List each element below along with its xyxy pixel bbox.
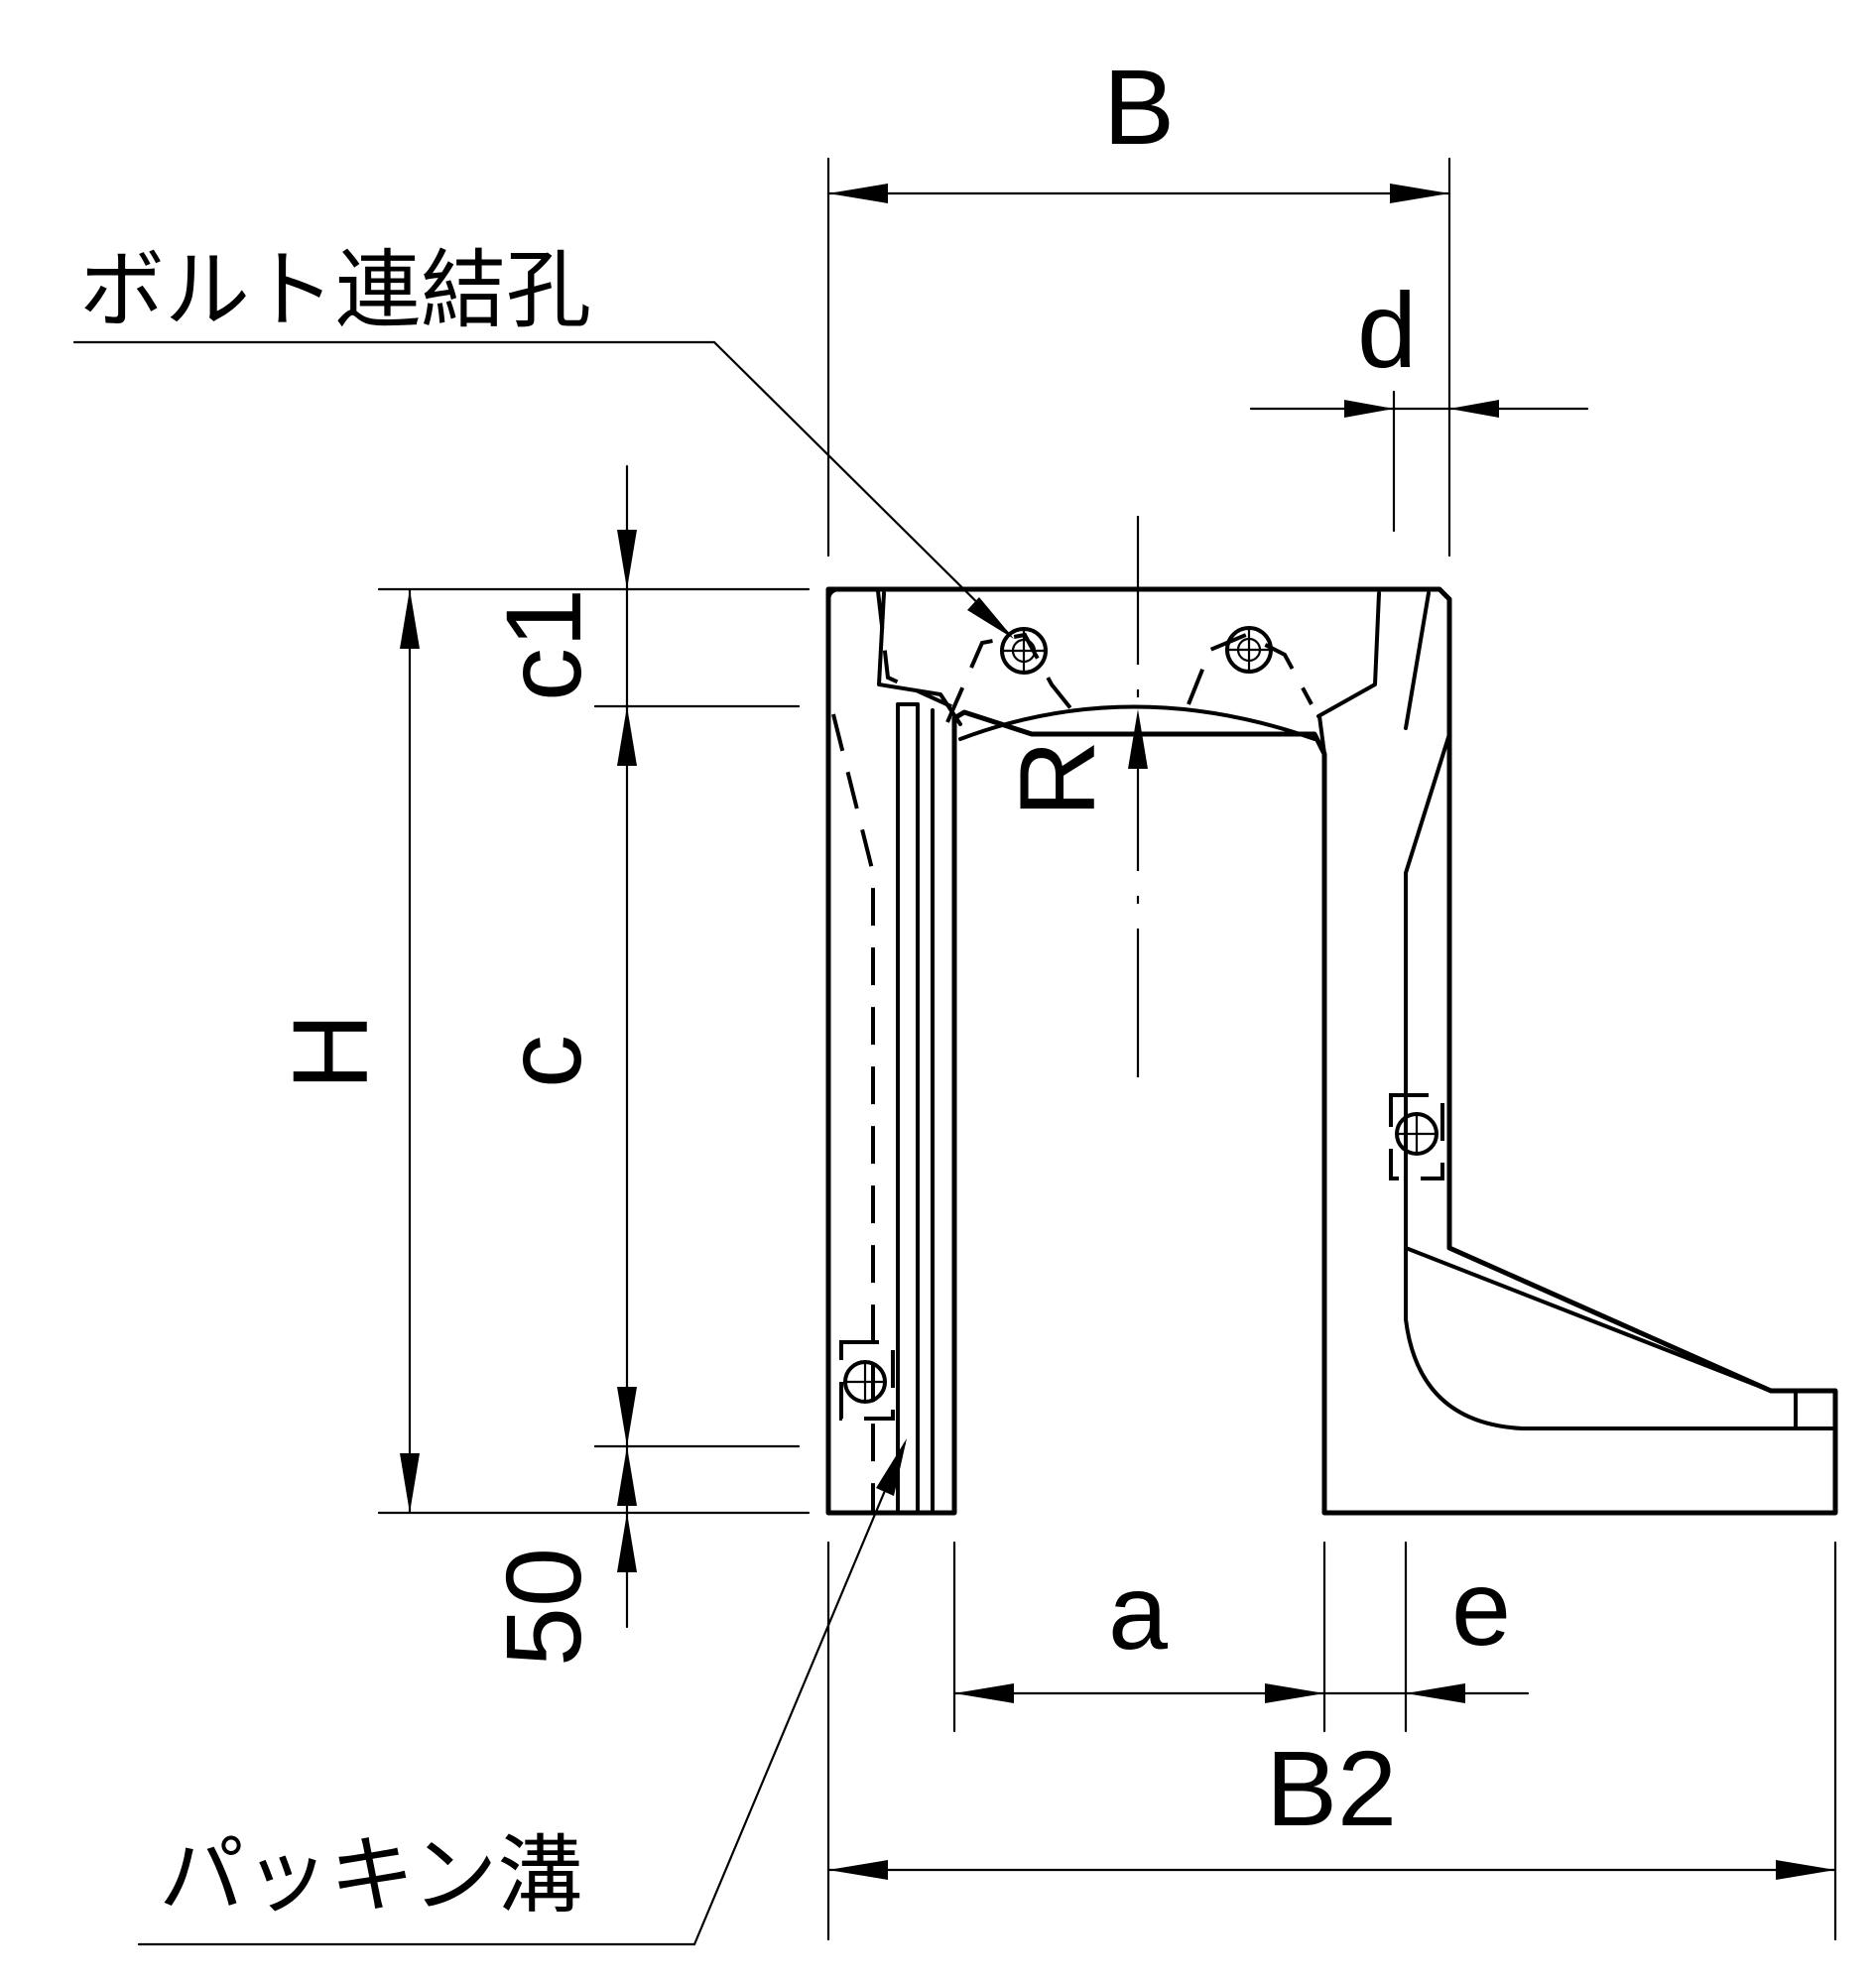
dim-label-a: a: [1108, 1551, 1169, 1672]
packing-groove-label: パッキン溝: [159, 1826, 582, 1925]
dim-label-d: d: [1357, 270, 1417, 390]
dim-label-B2: B2: [1266, 1728, 1397, 1848]
dim-label-H: H: [270, 1013, 390, 1090]
dim-label-e: e: [1451, 1548, 1511, 1668]
bolt-hole-left: [1000, 627, 1048, 675]
bolt-hole-label: ボルト連結孔: [79, 241, 591, 340]
dimension-B2: B2: [826, 1728, 1837, 1880]
dimension-c: c: [483, 1035, 637, 1446]
dim-label-B: B: [1103, 47, 1175, 167]
dimension-d: d: [1249, 270, 1589, 533]
dim-label-50: 50: [483, 1548, 603, 1667]
leader-bolt-hole: ボルト連結孔: [72, 241, 1014, 639]
bolt-pocket-left-bottom: [839, 1340, 895, 1421]
dimension-B: B: [826, 47, 1451, 558]
dimension-R: R: [997, 709, 1148, 817]
extension-lines-left: [377, 587, 811, 1515]
leader-packing-groove: パッキン溝: [137, 1438, 907, 1946]
dimension-c1: c1: [483, 464, 637, 1629]
body-outline: [825, 586, 1838, 1516]
bolt-hole-right: [1225, 626, 1273, 674]
dimension-H: H: [270, 587, 420, 1515]
top-profile: [877, 591, 1451, 1250]
dimension-e: e: [1322, 1548, 1530, 1703]
bolt-pocket-right-wall: [1389, 1093, 1444, 1180]
dimension-a: a: [952, 1551, 1326, 1703]
dim-label-R: R: [997, 740, 1117, 817]
dim-label-c: c: [483, 1035, 603, 1088]
extension-lines-bottom: [826, 1541, 1837, 1941]
right-wing: [1404, 1246, 1837, 1430]
left-wall: [831, 590, 965, 1515]
dimension-50: 50: [483, 1446, 637, 1667]
dim-label-c1: c1: [483, 588, 603, 701]
